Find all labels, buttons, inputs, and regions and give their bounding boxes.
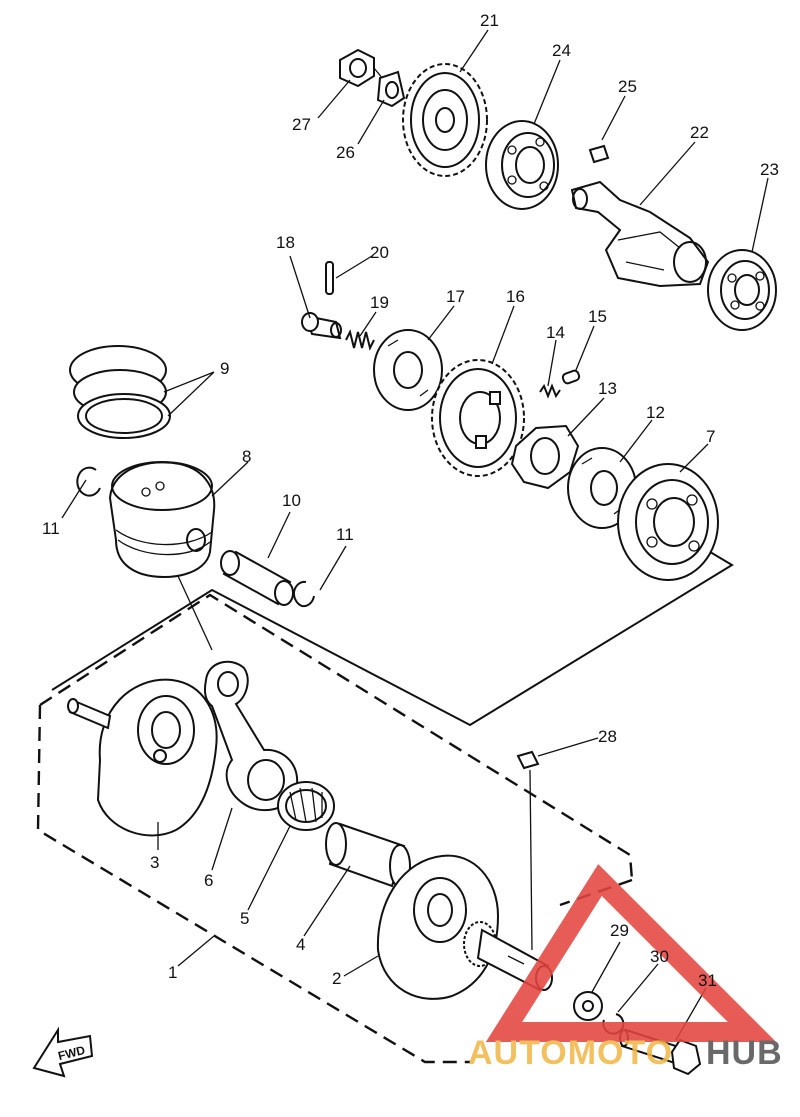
part-16-buffer-gear [431, 359, 525, 477]
callout-leaders [61, 29, 769, 1041]
label-27: 27 [292, 115, 311, 134]
label-14: 14 [546, 323, 565, 342]
label-4: 4 [296, 935, 305, 954]
label-15: 15 [588, 307, 607, 326]
part-11-circlip-b [293, 580, 315, 607]
part-24-bearing [485, 120, 559, 210]
part-21-primary-drive-gear [402, 63, 488, 177]
part-18-damper-pin [301, 312, 342, 340]
part-19-spring [345, 329, 375, 351]
part-14-spring [539, 383, 561, 399]
part-10-piston-pin [220, 550, 294, 606]
part-15-pin [561, 369, 581, 385]
part-9-piston-rings [69, 345, 171, 439]
label-17: 17 [446, 287, 465, 306]
part-8-piston [108, 461, 216, 578]
automotohub-watermark: AUTOMOTO HUB [468, 864, 783, 1072]
label-2: 2 [332, 969, 341, 988]
label-5: 5 [240, 909, 249, 928]
label-31: 31 [698, 971, 717, 990]
callout-numbers: 21 24 25 22 23 27 26 20 18 19 17 16 14 1… [42, 11, 779, 990]
part-2-crank-wheel-right [376, 854, 553, 1000]
label-20: 20 [370, 243, 389, 262]
label-16: 16 [506, 287, 525, 306]
fwd-arrow-icon: FWD [32, 1026, 94, 1078]
label-6: 6 [204, 871, 213, 890]
label-29: 29 [610, 921, 629, 940]
label-10: 10 [282, 491, 301, 510]
part-11-circlip-a [76, 466, 101, 497]
part-20-pin [325, 261, 334, 295]
part-3-crank-wheel-left [67, 678, 218, 837]
part-23-bearing [707, 249, 777, 331]
label-21: 21 [480, 11, 499, 30]
label-25: 25 [618, 77, 637, 96]
label-12: 12 [646, 403, 665, 422]
crank-assembly-boundary [36, 593, 634, 1064]
part-5-needle-bearing [277, 781, 335, 831]
label-23: 23 [760, 160, 779, 179]
label-9: 9 [220, 359, 229, 378]
part-4-crank-pin [325, 822, 411, 888]
label-11-right: 11 [336, 525, 354, 544]
label-24: 24 [552, 41, 571, 60]
part-26-lock-washer [376, 70, 406, 108]
part-28-key [516, 750, 540, 770]
part-7-bearing [617, 463, 719, 581]
part-17-plate [373, 329, 443, 411]
label-8: 8 [242, 447, 251, 466]
label-13: 13 [598, 379, 617, 398]
part-6-connecting-rod [203, 660, 299, 812]
primary-drive-boundary [51, 539, 734, 727]
label-1: 1 [168, 963, 177, 982]
label-26: 26 [336, 143, 355, 162]
part-25-key [588, 144, 610, 164]
label-7: 7 [706, 427, 715, 446]
label-18: 18 [276, 233, 295, 252]
label-19: 19 [370, 293, 389, 312]
crank-assembly-boundary-right [559, 878, 633, 907]
label-30: 30 [650, 947, 669, 966]
leader-key-28 [529, 769, 533, 951]
label-22: 22 [690, 123, 709, 142]
label-28: 28 [598, 727, 617, 746]
part-22-balancer-shaft [570, 180, 710, 288]
fwd-label: FWD [57, 1043, 87, 1063]
watermark-text-b: HUB [706, 1034, 783, 1072]
label-3: 3 [150, 853, 159, 872]
label-11-left: 11 [42, 519, 60, 538]
part-29-washer [573, 991, 603, 1021]
part-27-nut [339, 48, 393, 91]
watermark-triangle-icon [485, 864, 777, 1042]
watermark-text-a: AUTOMOTO [468, 1034, 673, 1072]
leader-rod-piston [177, 575, 213, 651]
